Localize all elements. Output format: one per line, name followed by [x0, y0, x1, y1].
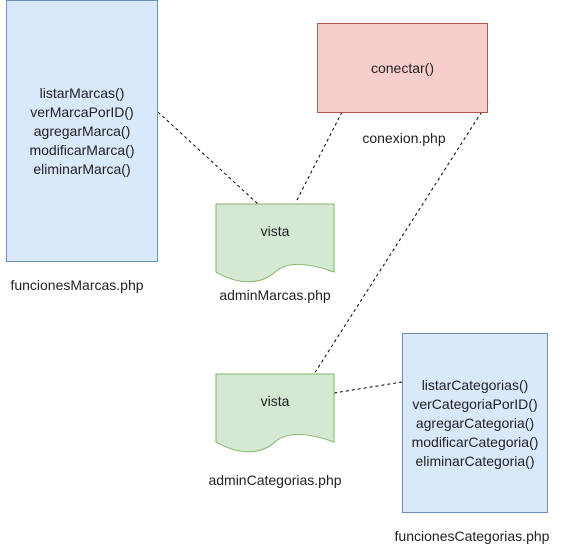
- admin-marcas-label: adminMarcas.php: [219, 287, 331, 303]
- funciones-categorias-function-list: listarCategorias() verCategoriaPorID() a…: [412, 376, 539, 471]
- connector-marcas-functions-to-adminmarcas: [157, 111, 259, 205]
- function-item: eliminarCategoria(): [415, 452, 535, 469]
- conexion-label: conexion.php: [362, 130, 446, 146]
- function-item: eliminarMarca(): [33, 160, 131, 177]
- conectar-function: conectar(): [370, 60, 435, 76]
- admin-marcas-document-shape: [215, 203, 335, 283]
- admin-categorias-text: vista: [260, 393, 290, 409]
- function-item: verMarcaPorID(): [30, 103, 134, 120]
- conexion-box: conectar(): [317, 23, 488, 113]
- function-item: listarCategorias(): [421, 376, 529, 393]
- connector-conexion-to-adminmarcas: [295, 111, 343, 203]
- function-item: agregarCategoria(): [415, 414, 535, 431]
- funciones-marcas-function-list: listarMarcas() verMarcaPorID() agregarMa…: [29, 84, 134, 179]
- admin-marcas-text: vista: [260, 223, 290, 239]
- funciones-marcas-box: listarMarcas() verMarcaPorID() agregarMa…: [6, 0, 158, 262]
- function-item: modificarMarca(): [29, 141, 135, 158]
- function-item: modificarCategoria(): [411, 433, 539, 450]
- connector-admincategorias-to-categorias-functions: [333, 381, 403, 394]
- function-item: verCategoriaPorID(): [412, 395, 538, 412]
- admin-categorias-document-shape: [215, 373, 335, 453]
- function-item: listarMarcas(): [39, 84, 125, 101]
- admin-categorias-label: adminCategorias.php: [208, 472, 342, 488]
- funciones-categorias-label: funcionesCategorias.php: [394, 528, 550, 544]
- funciones-marcas-label: funcionesMarcas.php: [10, 277, 144, 293]
- function-item: agregarMarca(): [33, 122, 131, 139]
- funciones-categorias-box: listarCategorias() verCategoriaPorID() a…: [402, 333, 548, 513]
